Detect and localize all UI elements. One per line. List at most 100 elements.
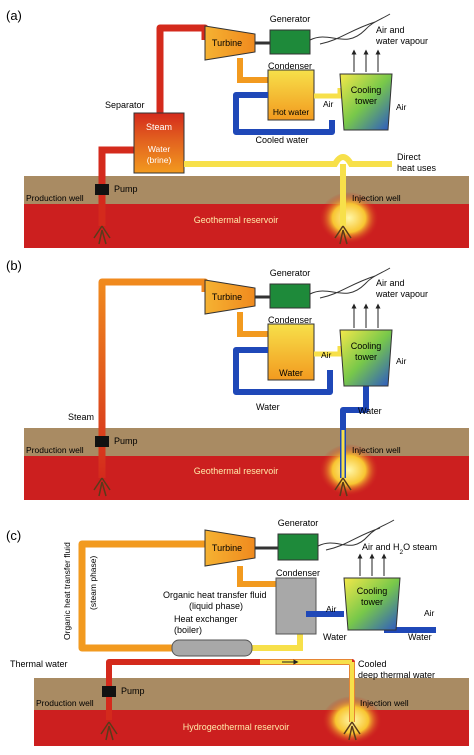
panel-c-organic-vertical-1: Organic heat transfer fluid xyxy=(62,542,72,640)
panel-b-cooled-water-pipe xyxy=(233,347,333,395)
panel-a-cooling-label-2: tower xyxy=(355,96,377,106)
panel-c-air-right: Air xyxy=(424,608,435,618)
panel-c-letter: (c) xyxy=(6,528,21,543)
panel-b-condenser xyxy=(267,323,315,381)
panel-b-reservoir-layer xyxy=(24,456,469,500)
panel-a-cooled-water-label: Cooled water xyxy=(255,135,308,145)
panel-c-organic-liquid-1: Organic heat transfer fluid xyxy=(163,590,267,600)
panel-c-cooling-label-2: tower xyxy=(361,597,383,607)
panel-a-cooling-tower xyxy=(339,73,393,131)
panel-a-air-right: Air xyxy=(396,102,407,112)
panel-c-organic-liquid-pipe xyxy=(250,630,303,651)
panel-c: (c) Heat exchanger (boiler) Turbine Gene… xyxy=(6,518,469,746)
panel-a-heat-glow xyxy=(319,192,379,244)
panel-b-cooling-tower xyxy=(339,329,393,387)
panel-a: (a) Steam Water (brine) Separator Turbin… xyxy=(6,8,469,248)
panel-a-separator-label: Separator xyxy=(105,100,145,110)
panel-a-turbine-label: Turbine xyxy=(212,38,242,48)
panel-c-water-right: Water xyxy=(408,632,432,642)
panel-c-hx-label-1: Heat exchanger xyxy=(174,614,238,624)
panel-a-direct-2: heat uses xyxy=(397,163,437,173)
panel-c-reservoir-label: Hydrogeothermal reservoir xyxy=(183,722,290,732)
panel-b-production-well: Production well xyxy=(26,445,84,455)
panel-a-cooling-label-1: Cooling xyxy=(351,85,382,95)
panel-b-water-inside-label: Water xyxy=(279,368,303,378)
panel-c-cooled-label-2: deep thermal water xyxy=(358,670,435,680)
panel-c-generator xyxy=(277,533,319,561)
panel-b-turbine-label: Turbine xyxy=(212,292,242,302)
panel-a-steam-pipe xyxy=(156,24,209,118)
panel-c-power-lines xyxy=(317,519,395,551)
panel-b-air-left: Air xyxy=(321,350,332,360)
panel-b-heat-glow xyxy=(319,444,379,496)
panel-c-turbine-label: Turbine xyxy=(212,543,242,553)
panel-a-ground xyxy=(24,176,469,204)
panel-c-cooled-label-1: Cooled xyxy=(358,659,387,669)
panel-c-cooling-tower xyxy=(343,577,401,631)
panel-c-condenser-label: Condenser xyxy=(276,568,320,578)
panel-c-roots-production xyxy=(100,721,118,741)
panel-a-generator xyxy=(269,29,311,55)
panel-a-brine-label: (brine) xyxy=(147,155,172,165)
panel-a-production-well: Production well xyxy=(26,193,84,203)
panel-a-injection-well: Injection well xyxy=(352,193,401,203)
panel-b-generator-label: Generator xyxy=(270,268,311,278)
panel-c-heat-exchanger xyxy=(171,639,253,657)
panel-b-water-label-right: Water xyxy=(358,406,382,416)
panel-a-pump-label: Pump xyxy=(114,184,138,194)
panel-b-injection-well: Injection well xyxy=(352,445,401,455)
panel-a-pump xyxy=(95,184,109,195)
panel-a-direct-1: Direct xyxy=(397,152,421,162)
panel-c-condenser xyxy=(275,577,317,635)
panel-a-power-lines xyxy=(309,13,391,45)
panel-c-roots-injection xyxy=(343,721,361,741)
panel-c-generator-label: Generator xyxy=(278,518,319,528)
panel-b-turbine xyxy=(204,279,256,315)
panel-b-cooling-label-2: tower xyxy=(355,352,377,362)
panel-b-air-vapour-1: Air and xyxy=(376,278,405,288)
panel-b-air-vapour-2: water vapour xyxy=(375,289,428,299)
panel-a-turbine xyxy=(204,25,256,61)
panel-c-thermal-water-label: Thermal water xyxy=(10,659,68,669)
panel-a-brine-pipe xyxy=(184,154,392,167)
panel-b-roots-production xyxy=(93,477,111,497)
panel-a-water-label: Water xyxy=(148,144,171,154)
panel-c-organic-vertical-2: (steam phase) xyxy=(88,556,98,610)
panel-a-steam-label: Steam xyxy=(146,122,172,132)
panel-c-air-steam-label: Air and H2O steam xyxy=(362,542,437,556)
panel-a-air-left: Air xyxy=(323,99,334,109)
panel-a-roots-injection xyxy=(334,225,352,245)
panel-c-cooling-label-1: Cooling xyxy=(357,586,388,596)
panel-b-ground xyxy=(24,428,469,456)
panel-b-generator xyxy=(269,283,311,309)
panel-b-power-lines xyxy=(309,267,391,299)
panel-b-air-right: Air xyxy=(396,356,407,366)
panel-c-organic-liquid-2: (liquid phase) xyxy=(189,601,243,611)
panel-a-condenser xyxy=(267,69,315,121)
panel-b-letter: (b) xyxy=(6,258,22,273)
panel-c-pump xyxy=(102,686,116,697)
panel-b: (b) Turbine Generator Condenser Water Wa… xyxy=(6,258,469,500)
panel-c-turbine xyxy=(204,529,256,567)
panel-a-generator-label: Generator xyxy=(270,14,311,24)
panel-a-hot-water-label: Hot water xyxy=(273,107,310,117)
panel-b-condenser-label: Condenser xyxy=(268,315,312,325)
panel-a-separator xyxy=(133,112,185,174)
panel-b-pump xyxy=(95,436,109,447)
panel-a-letter: (a) xyxy=(6,8,22,23)
panel-c-production-well: Production well xyxy=(36,698,94,708)
panel-c-air-left: Air xyxy=(326,604,337,614)
panel-b-roots-injection xyxy=(334,477,352,497)
panel-a-air-vapour-1: Air and xyxy=(376,25,405,35)
panel-b-cooling-label-1: Cooling xyxy=(351,341,382,351)
panel-b-water-label-left: Water xyxy=(256,402,280,412)
panel-a-condenser-label: Condenser xyxy=(268,61,312,71)
panel-a-reservoir-layer xyxy=(24,204,469,248)
panel-c-water-left: Water xyxy=(323,632,347,642)
panel-c-hx-label-2: (boiler) xyxy=(174,625,202,635)
panel-a-cooled-water-pipe xyxy=(233,92,335,135)
panel-a-reservoir-label: Geothermal reservoir xyxy=(194,215,279,225)
panel-a-roots-production xyxy=(93,225,111,245)
panel-c-pump-label: Pump xyxy=(121,686,145,696)
